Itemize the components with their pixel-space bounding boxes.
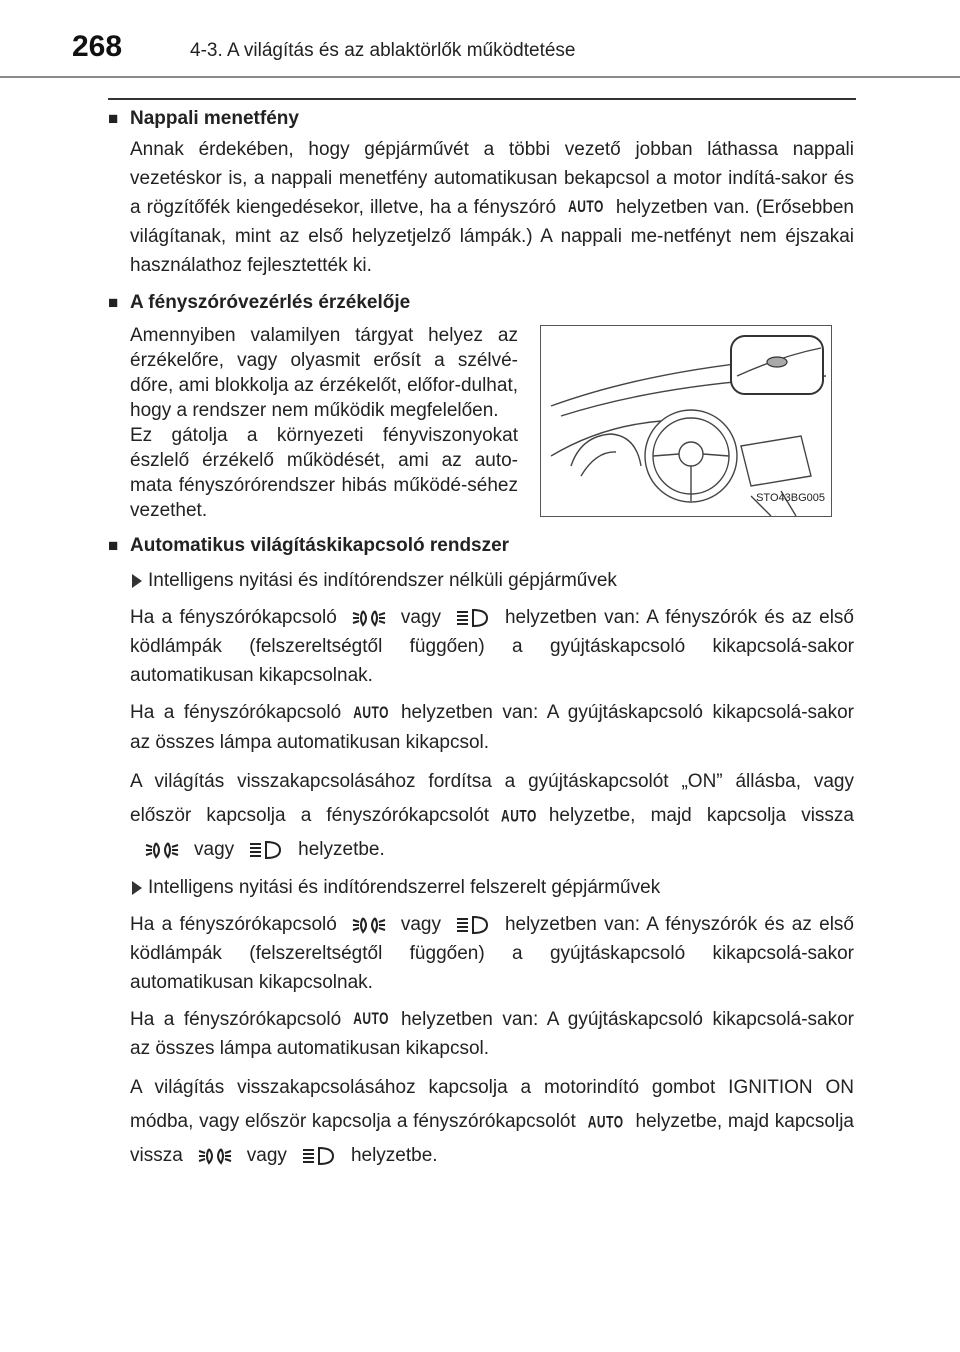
- text-segment: helyzetben van: A gyújtáskapcsoló kikapc…: [130, 702, 854, 753]
- sensor-section: Amennyiben valamilyen tárgyat helyez az …: [130, 323, 854, 523]
- tail-light-icon: [198, 1148, 232, 1166]
- headlight-icon: [456, 915, 488, 934]
- subheading-with-smart-entry: Intelligens nyitási és indítórendszerrel…: [130, 873, 854, 902]
- text-segment: Ha a fényszórókapcsoló: [130, 1008, 342, 1030]
- text-segment: helyzetbe.: [298, 838, 385, 860]
- auto-icon: AUTO: [587, 1113, 624, 1132]
- headlight-icon: [302, 1147, 334, 1166]
- paragraph: A világítás visszakapcsolásához fordítsa…: [130, 765, 854, 867]
- heading-light-sensor: A fényszóróvezérlés érzékelője: [108, 288, 854, 317]
- text-segment: vagy: [400, 913, 441, 935]
- content-top-rule: [108, 98, 856, 100]
- heading-daytime-running-lights: Nappali menetfény: [108, 104, 854, 133]
- text-segment: helyzetbe.: [350, 1145, 438, 1167]
- text-segment: Ha a fényszórókapcsoló: [130, 702, 342, 724]
- page-header: 268 4-3. A világítás és az ablaktörlők m…: [0, 0, 960, 80]
- text-segment: A világítás visszakapcsolásához kapcsolj…: [130, 1077, 854, 1133]
- text-segment: helyzetbe, majd kapcsolja vissza: [548, 804, 854, 826]
- text-segment: helyzetben van: A fényszórók és az első …: [130, 607, 854, 687]
- auto-icon: AUTO: [353, 1009, 389, 1029]
- page-content: Nappali menetfény Annak érdekében, hogy …: [108, 104, 854, 1173]
- headlight-icon: [456, 609, 488, 628]
- figure-label: STO43BG005: [756, 492, 825, 505]
- text-segment: helyzetben van. (Erősebben világítanak, …: [130, 197, 854, 277]
- text-segment: vagy: [246, 1145, 287, 1167]
- dashboard-sensor-figure: STO43BG005: [540, 325, 832, 518]
- text-segment: Annak érdekében, hogy gépjárművét a több…: [130, 139, 854, 218]
- auto-icon: AUTO: [501, 806, 537, 826]
- dashboard-illustration: [550, 335, 827, 517]
- text-segment: helyzetbe, majd kapcsolja vissza: [130, 1111, 854, 1167]
- page-number: 268: [72, 30, 123, 63]
- section-title: 4-3. A világítás és az ablaktörlők működ…: [190, 40, 576, 61]
- text-segment: Ha a fényszórókapcsoló: [130, 913, 337, 935]
- auto-icon: AUTO: [353, 703, 389, 723]
- light-sensor-icon: [766, 356, 788, 369]
- tail-light-icon: [145, 842, 179, 859]
- tail-light-icon: [352, 610, 386, 628]
- text-segment: helyzetben van: A gyújtáskapcsoló kikapc…: [130, 1008, 854, 1060]
- paragraph-daytime-running-lights: Annak érdekében, hogy gépjárművét a több…: [130, 135, 854, 280]
- text-segment: Ha a fényszórókapcsoló: [130, 607, 337, 629]
- text-segment: vagy: [194, 838, 235, 860]
- heading-auto-light-off: Automatikus világításkikapcsoló rendszer: [108, 531, 854, 560]
- auto-icon: AUTO: [568, 197, 604, 217]
- tail-light-icon: [352, 917, 386, 934]
- paragraph: A világítás visszakapcsolásához kapcsolj…: [130, 1071, 854, 1173]
- text-segment: vagy: [400, 607, 441, 629]
- subheading-without-smart-entry: Intelligens nyitási és indítórendszer né…: [130, 566, 854, 595]
- headlight-icon: [250, 840, 282, 859]
- header-divider: [0, 76, 960, 78]
- text-segment: helyzetben van: A fényszórók és az első …: [130, 913, 854, 993]
- text-segment: A világítás visszakapcsolásához fordítsa…: [130, 770, 854, 826]
- paragraph-light-sensor: Amennyiben valamilyen tárgyat helyez az …: [130, 325, 518, 522]
